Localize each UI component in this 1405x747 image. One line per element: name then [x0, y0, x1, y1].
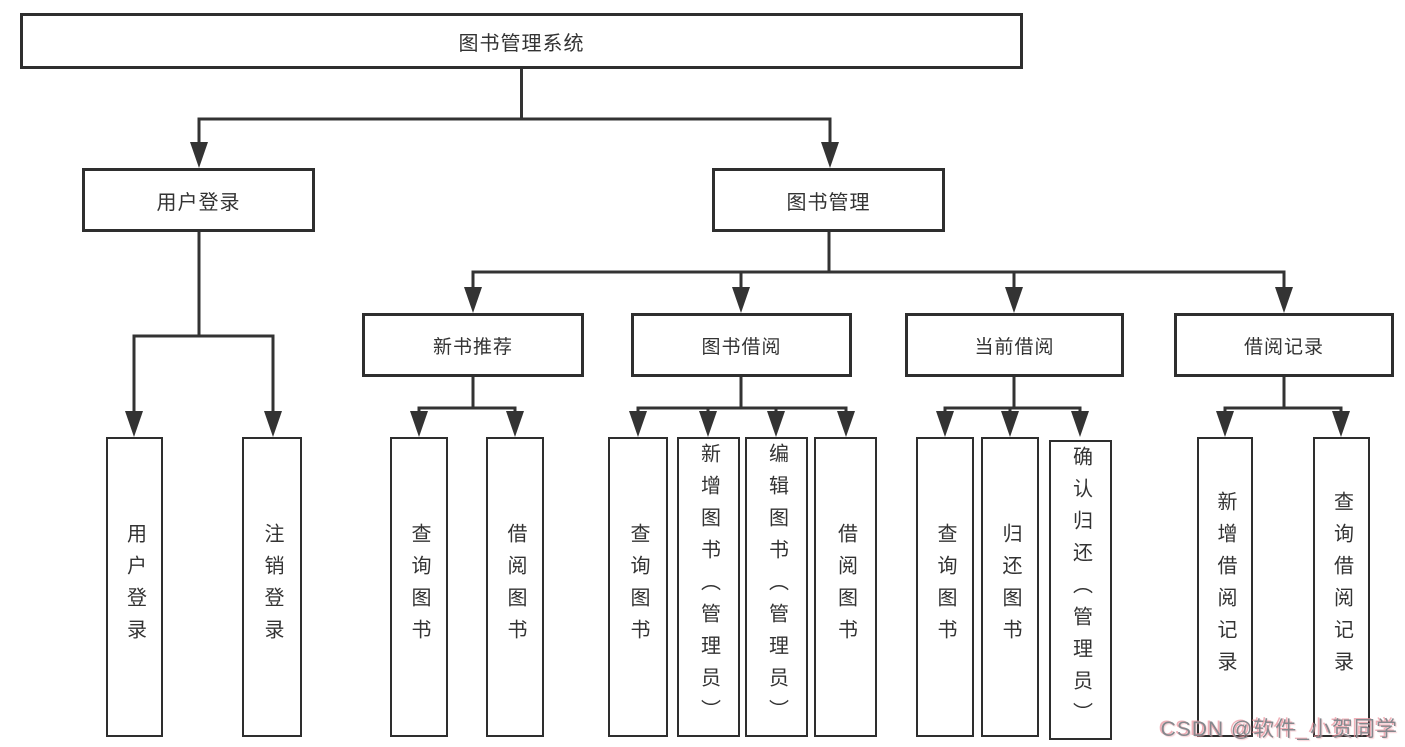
node-leaf-return-books-label: 归还图书 — [999, 523, 1021, 651]
node-new-book-recommend-label: 新书推荐 — [432, 336, 513, 358]
node-current-borrowing: 当前借阅 — [905, 313, 1124, 377]
node-current-borrowing-label: 当前借阅 — [974, 336, 1055, 358]
node-leaf-query-borrow-record-label: 查询借阅记录 — [1330, 491, 1353, 683]
node-leaf-query-books-borrowing-label: 查询图书 — [627, 523, 649, 651]
node-leaf-user-login: 用户登录 — [106, 437, 163, 737]
node-book-management-label: 图书管理 — [786, 191, 871, 214]
node-user-login: 用户登录 — [82, 168, 315, 232]
csdn-watermark: CSDN @软件_小贺同学 — [1160, 718, 1398, 741]
node-leaf-query-books-recommend: 查询图书 — [390, 437, 448, 737]
node-user-login-label: 用户登录 — [156, 191, 241, 214]
node-leaf-confirm-return-admin: 确认归还（管理员） — [1049, 440, 1112, 740]
node-leaf-return-books: 归还图书 — [981, 437, 1039, 737]
node-leaf-borrow-books-recommend-label: 借阅图书 — [504, 523, 526, 651]
node-leaf-add-books-admin: 新增图书（管理员） — [677, 437, 740, 737]
node-leaf-borrow-books-borrowing: 借阅图书 — [814, 437, 877, 737]
node-leaf-edit-books-admin: 编辑图书（管理员） — [745, 437, 808, 737]
node-leaf-query-books-current: 查询图书 — [916, 437, 974, 737]
node-leaf-confirm-return-admin-label: 确认归还（管理员） — [1069, 446, 1092, 734]
node-book-borrowing-label: 图书借阅 — [701, 336, 782, 358]
node-leaf-add-borrow-record-label: 新增借阅记录 — [1214, 491, 1236, 683]
node-leaf-query-books-recommend-label: 查询图书 — [408, 523, 430, 651]
node-leaf-query-books-borrowing: 查询图书 — [608, 437, 668, 737]
node-root-label: 图书管理系统 — [458, 32, 585, 55]
node-leaf-query-borrow-record: 查询借阅记录 — [1313, 437, 1370, 737]
node-leaf-user-login-label: 用户登录 — [123, 523, 146, 651]
node-leaf-borrow-books-borrowing-label: 借阅图书 — [834, 523, 857, 651]
node-book-borrowing: 图书借阅 — [631, 313, 852, 377]
node-borrowing-records-label: 借阅记录 — [1243, 336, 1324, 358]
node-leaf-logout-login: 注销登录 — [242, 437, 302, 737]
node-leaf-query-books-current-label: 查询图书 — [934, 523, 956, 651]
node-leaf-edit-books-admin-label: 编辑图书（管理员） — [765, 443, 788, 731]
node-borrowing-records: 借阅记录 — [1174, 313, 1394, 377]
node-root: 图书管理系统 — [20, 13, 1023, 69]
node-leaf-add-books-admin-label: 新增图书（管理员） — [697, 443, 720, 731]
node-leaf-add-borrow-record: 新增借阅记录 — [1197, 437, 1253, 737]
node-leaf-logout-login-label: 注销登录 — [261, 523, 283, 651]
node-new-book-recommend: 新书推荐 — [362, 313, 584, 377]
node-book-management: 图书管理 — [712, 168, 945, 232]
node-leaf-borrow-books-recommend: 借阅图书 — [486, 437, 544, 737]
